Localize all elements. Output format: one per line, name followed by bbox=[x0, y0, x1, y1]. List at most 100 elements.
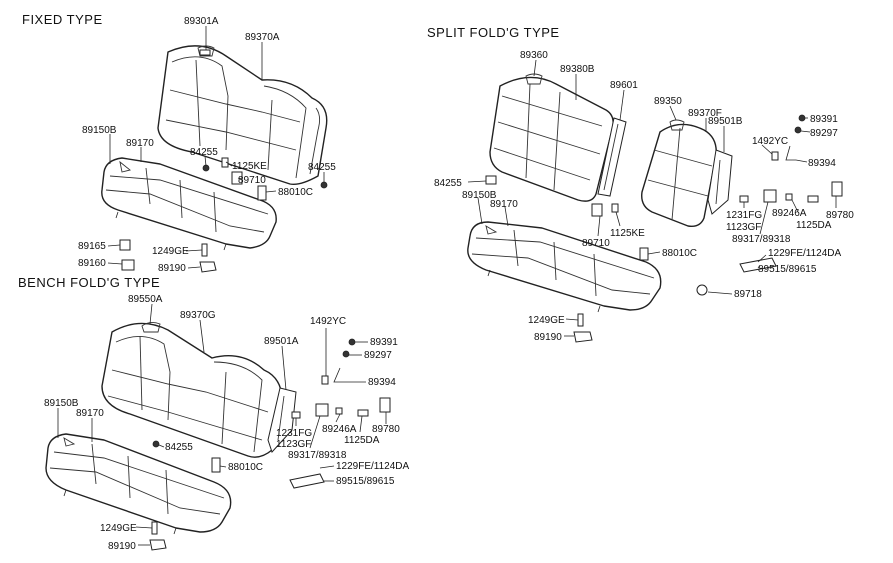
label-89301a: 89301A bbox=[184, 16, 219, 27]
label-1492yc-split: 1492YC bbox=[752, 136, 788, 147]
label-1125ke-split: 1125KE bbox=[610, 228, 645, 239]
split-nut-89246a bbox=[785, 193, 793, 201]
label-1125ke-fixed: 1125KE bbox=[232, 161, 267, 172]
label-1231fg-bench: 1231FG bbox=[276, 428, 312, 439]
bench-lock-89317 bbox=[315, 403, 329, 417]
fixed-seat-cushion bbox=[101, 157, 277, 251]
label-89515-split: 89515/89615 bbox=[758, 264, 817, 275]
split-knob-89718 bbox=[696, 284, 708, 296]
bench-nut-89297 bbox=[342, 350, 350, 358]
label-89170-bench: 89170 bbox=[76, 408, 104, 419]
split-buckle-88010c bbox=[639, 247, 649, 261]
split-type-assembly: 89360 89380B 89601 89350 89370F 89501B 8… bbox=[434, 50, 854, 343]
fixed-type-assembly: 89301A 89370A 89150B 89170 84255 1125KE … bbox=[78, 16, 336, 274]
label-1125da-bench: 1125DA bbox=[344, 435, 380, 446]
split-screw-1125ke bbox=[611, 203, 619, 213]
fixed-plate-89190 bbox=[199, 261, 217, 273]
label-89370f: 89370F bbox=[688, 108, 722, 119]
label-89350: 89350 bbox=[654, 96, 682, 107]
label-89394-bench: 89394 bbox=[368, 377, 396, 388]
split-seat-cushion bbox=[467, 221, 662, 313]
split-clip-84255 bbox=[485, 175, 497, 185]
label-1125da-split: 1125DA bbox=[796, 220, 832, 231]
fixed-seat-back bbox=[157, 45, 328, 186]
split-bolt-89391 bbox=[798, 114, 806, 122]
label-1229fe-bench: 1229FE/1124DA bbox=[336, 461, 410, 472]
label-1249ge-fixed: 1249GE bbox=[152, 246, 189, 257]
label-1123gf-split: 1123GF bbox=[726, 222, 761, 233]
split-bracket-89710 bbox=[591, 203, 603, 217]
label-1492yc-bench: 1492YC bbox=[310, 316, 346, 327]
label-89515-bench: 89515/89615 bbox=[336, 476, 395, 487]
fixed-screw-1125ke bbox=[221, 157, 229, 168]
label-89150b-bench: 89150B bbox=[44, 398, 79, 409]
bench-seat-cushion bbox=[45, 433, 232, 535]
split-nut-89297 bbox=[794, 126, 802, 134]
bench-buckle-88010c bbox=[211, 457, 221, 473]
label-88010c-fixed: 88010C bbox=[278, 187, 313, 198]
fixed-buckle-88010c bbox=[257, 185, 267, 201]
label-89165: 89165 bbox=[78, 241, 106, 252]
fixed-headrest-guide bbox=[199, 49, 211, 56]
bench-cover-89515 bbox=[289, 473, 325, 489]
section-title-fixed: FIXED TYPE bbox=[22, 12, 103, 27]
section-title-split: SPLIT FOLD'G TYPE bbox=[427, 25, 560, 40]
split-seat-back-large bbox=[489, 73, 627, 202]
label-89370a: 89370A bbox=[245, 32, 280, 43]
label-89780-split: 89780 bbox=[826, 210, 854, 221]
bench-type-assembly: 89550A 89370G 1492YC 89501A 89391 89297 … bbox=[44, 294, 410, 552]
label-84255-fixed-left: 84255 bbox=[190, 147, 218, 158]
label-89391-split: 89391 bbox=[810, 114, 838, 125]
label-1229fe-split: 1229FE/1124DA bbox=[768, 248, 842, 259]
label-84255-fixed-right: 84255 bbox=[308, 162, 336, 173]
bench-plate-89190 bbox=[149, 539, 167, 551]
split-rod-89394 bbox=[785, 145, 796, 161]
split-bolt-1249ge bbox=[577, 313, 584, 327]
label-89170-fixed: 89170 bbox=[126, 138, 154, 149]
label-89170-split: 89170 bbox=[490, 199, 518, 210]
label-1231fg-split: 1231FG bbox=[726, 210, 762, 221]
label-89190-split: 89190 bbox=[534, 332, 562, 343]
label-89150b-split: 89150B bbox=[462, 190, 497, 201]
label-89780-bench: 89780 bbox=[372, 424, 400, 435]
fixed-hook-89165 bbox=[119, 239, 131, 251]
label-89360: 89360 bbox=[520, 50, 548, 61]
bench-bolt-1125da bbox=[357, 409, 369, 417]
label-1249ge-split: 1249GE bbox=[528, 315, 565, 326]
label-89297-split: 89297 bbox=[810, 128, 838, 139]
label-88010c-split: 88010C bbox=[662, 248, 697, 259]
bench-rod-89394 bbox=[333, 367, 346, 383]
bench-bolt-1249ge bbox=[151, 521, 158, 535]
bench-seat-back bbox=[101, 321, 297, 458]
label-89246a-bench: 89246A bbox=[322, 424, 357, 435]
label-89190-fixed: 89190 bbox=[158, 263, 186, 274]
fixed-bolt-1249ge bbox=[201, 243, 208, 257]
bench-bolt-1231fg bbox=[291, 411, 301, 419]
label-89150b-fixed: 89150B bbox=[82, 125, 117, 136]
label-89317-split: 89317/89318 bbox=[732, 234, 791, 245]
label-89710-fixed: 89710 bbox=[238, 175, 266, 186]
label-89317-bench: 89317/89318 bbox=[288, 450, 347, 461]
label-1249ge-bench: 1249GE bbox=[100, 523, 137, 534]
split-cover-89515 bbox=[739, 257, 777, 273]
label-89246a-split: 89246A bbox=[772, 208, 807, 219]
label-89297-bench: 89297 bbox=[364, 350, 392, 361]
split-seat-back-small bbox=[641, 119, 733, 228]
fixed-bolt-84255-right bbox=[320, 181, 328, 189]
split-clip-1492yc bbox=[771, 151, 779, 161]
label-89190-bench: 89190 bbox=[108, 541, 136, 552]
split-striker-89780 bbox=[831, 181, 843, 197]
bench-bolt-89391 bbox=[348, 338, 356, 346]
split-bolt-1231fg bbox=[739, 195, 749, 203]
label-89601: 89601 bbox=[610, 80, 638, 91]
label-89501b: 89501B bbox=[708, 116, 743, 127]
label-89160: 89160 bbox=[78, 258, 106, 269]
label-84255-split: 84255 bbox=[434, 178, 462, 189]
section-title-bench: BENCH FOLD'G TYPE bbox=[18, 275, 160, 290]
label-89501a: 89501A bbox=[264, 336, 299, 347]
label-89391-bench: 89391 bbox=[370, 337, 398, 348]
label-89710-split: 89710 bbox=[582, 238, 610, 249]
label-89394-split: 89394 bbox=[808, 158, 836, 169]
label-89370g: 89370G bbox=[180, 310, 216, 321]
